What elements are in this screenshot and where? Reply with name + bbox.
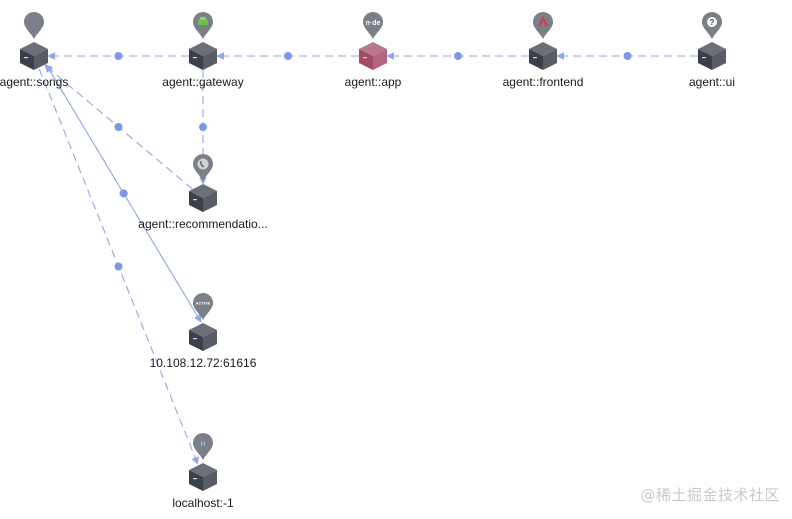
node-localhost[interactable]: H [189, 433, 217, 491]
angular-icon [538, 16, 548, 26]
nodes-layer: n·de? ACTIVE H [20, 12, 726, 491]
node-label-app: agent::app [344, 75, 402, 89]
pin-badge-text: ? [710, 18, 715, 27]
location-pin-icon [533, 12, 553, 39]
node-label-ui: agent::ui [688, 75, 736, 89]
node-label-gateway: agent::gateway [162, 75, 244, 89]
node-label-recommendation: agent::recommendatio... [138, 217, 268, 231]
edge-songs-localhost[interactable] [38, 68, 199, 465]
edge-gateway-songs[interactable] [47, 52, 189, 60]
cube-icon[interactable] [359, 42, 387, 70]
edge-midpoint-dot[interactable] [114, 52, 123, 60]
watermark-text: @稀土掘金技术社区 [640, 486, 780, 504]
pin-badge-text: ACTIVE [196, 301, 211, 306]
pin-badge-text: n·de [366, 20, 381, 27]
node-gateway[interactable] [189, 12, 217, 70]
pin-badge-text: H [200, 441, 205, 448]
node-label-localhost: localhost:-1 [172, 496, 234, 510]
location-pin-icon [24, 12, 44, 39]
node-frontend[interactable] [529, 12, 557, 70]
phone-service-icon [197, 158, 209, 170]
node-songs[interactable] [20, 12, 48, 70]
node-ui[interactable]: ? [698, 12, 726, 70]
edge-frontend-app[interactable] [386, 52, 529, 60]
node-app[interactable]: n·de [359, 12, 387, 70]
gateway-service-icon [198, 17, 208, 25]
node-recommendation[interactable] [189, 154, 217, 212]
edge-midpoint-dot[interactable] [454, 52, 462, 60]
database-icon: H [200, 441, 205, 448]
location-pin-icon [363, 12, 383, 39]
nodejs-icon: n·de [366, 20, 381, 27]
location-pin-icon [193, 433, 213, 460]
cube-icon[interactable] [529, 42, 557, 70]
cube-icon[interactable] [189, 184, 217, 212]
edge-midpoint-dot[interactable] [623, 52, 632, 60]
edge-midpoint-dot[interactable] [199, 123, 207, 131]
edge-midpoint-dot[interactable] [114, 123, 123, 131]
edge-activemq-songs[interactable] [45, 64, 202, 323]
edge-midpoint-dot[interactable] [284, 52, 292, 60]
edge-midpoint-dot[interactable] [114, 262, 123, 271]
edge-app-gateway[interactable] [216, 52, 359, 60]
cube-icon[interactable] [189, 323, 217, 351]
unknown-question-icon: ? [707, 17, 717, 27]
edge-midpoint-dot[interactable] [119, 189, 128, 198]
edge-ui-frontend[interactable] [556, 52, 698, 60]
location-pin-icon [193, 293, 213, 320]
node-label-frontend: agent::frontend [502, 75, 584, 89]
cube-icon[interactable] [698, 42, 726, 70]
edges-layer [38, 52, 698, 465]
cube-icon[interactable] [189, 463, 217, 491]
location-pin-icon [193, 12, 213, 39]
activemq-icon: ACTIVE [196, 301, 211, 306]
node-label-songs: agent::songs [0, 75, 69, 89]
edge-recommendation-songs[interactable] [44, 64, 193, 190]
cube-icon[interactable] [20, 42, 48, 70]
cube-icon[interactable] [189, 42, 217, 70]
node-label-activemq: 10.108.12.72:61616 [149, 356, 257, 370]
node-activemq[interactable]: ACTIVE [189, 293, 217, 351]
